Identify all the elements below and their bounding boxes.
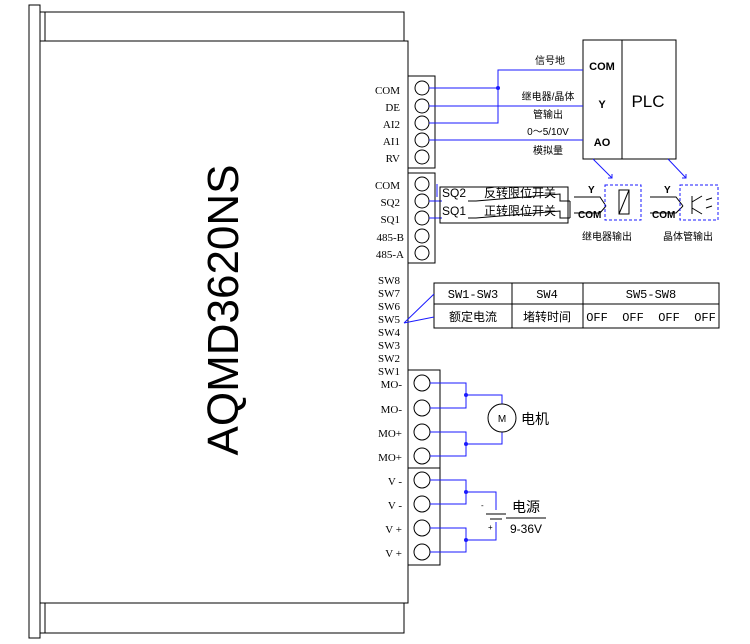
- plc-box: [582, 39, 677, 160]
- transistor-y-label: Y: [664, 185, 671, 196]
- output-type-arrows: [592, 158, 687, 179]
- transistor-com-label: COM: [652, 210, 675, 221]
- plc-wiring: [429, 69, 583, 141]
- transistor-output-inset: [650, 184, 719, 221]
- terminal-com: COM: [375, 85, 400, 97]
- motor-wiring: [430, 382, 503, 457]
- terminal-485a: 485-A: [376, 249, 404, 261]
- terminal-mo-plus-1: MO+: [378, 428, 402, 440]
- relay-output-label-2: 管输出: [533, 108, 563, 121]
- terminal-com-limit: COM: [375, 180, 400, 192]
- analog-range-label: 0～5/10V: [527, 127, 569, 138]
- dip-sw7: SW7: [378, 288, 401, 300]
- dip-sw3: SW3: [378, 340, 401, 352]
- analog-label: 模拟量: [533, 144, 563, 157]
- dip-sw2: SW2: [378, 353, 400, 365]
- relay-output-inset: [574, 184, 642, 221]
- power-terminal-block: [407, 467, 441, 566]
- terminal-v-plus-2: V +: [385, 548, 402, 560]
- sq2-desc: 反转限位开关: [484, 185, 556, 200]
- sq1-label: SQ1: [442, 204, 466, 218]
- signal-terminal-block: [407, 75, 436, 169]
- terminal-sq1: SQ1: [380, 214, 400, 226]
- limit-switch-wiring: [429, 184, 571, 224]
- table-header-sw1-sw3: SW1-SW3: [448, 288, 498, 302]
- dip-switch-table: [403, 282, 720, 329]
- power-label: 电源: [512, 499, 540, 515]
- signal-ground-label: 信号地: [535, 54, 565, 67]
- plc-pin-com: COM: [589, 61, 615, 73]
- power-wiring: [430, 479, 506, 553]
- transistor-output-caption: 晶体管输出: [663, 230, 713, 243]
- relay-y-label: Y: [588, 185, 595, 196]
- terminal-v-minus-2: V -: [388, 500, 402, 512]
- dip-sw8: SW8: [378, 275, 401, 287]
- battery-minus-sign: -: [481, 501, 484, 510]
- motor-symbol-letter: M: [498, 414, 506, 425]
- terminal-mo-minus-1: MO-: [381, 379, 403, 391]
- table-header-sw5-sw8: SW5-SW8: [626, 288, 676, 302]
- terminal-mo-minus-2: MO-: [381, 404, 403, 416]
- terminal-mo-plus-2: MO+: [378, 452, 402, 464]
- table-value-stall-time: 堵转时间: [523, 309, 571, 324]
- table-value-off: OFF OFF OFF OFF: [586, 311, 716, 325]
- battery-plus-sign: +: [488, 523, 493, 532]
- plc-pin-y: Y: [598, 99, 606, 111]
- terminal-rv: RV: [386, 153, 400, 165]
- terminal-ai1: AI1: [383, 136, 400, 148]
- relay-output-caption: 继电器输出: [582, 230, 632, 243]
- terminal-v-plus-1: V +: [385, 524, 402, 536]
- motor-label: 电机: [521, 411, 549, 427]
- motor-terminal-block: [407, 369, 441, 469]
- table-header-sw4: SW4: [536, 288, 558, 302]
- sq2-label: SQ2: [442, 186, 466, 200]
- table-value-rated-current: 额定电流: [449, 309, 497, 324]
- dip-sw4: SW4: [378, 327, 401, 339]
- dip-sw5: SW5: [378, 314, 401, 326]
- terminal-v-minus-1: V -: [388, 476, 402, 488]
- power-range: 9-36V: [510, 522, 542, 536]
- dip-sw6: SW6: [378, 301, 401, 313]
- relay-com-label: COM: [578, 210, 601, 221]
- terminal-sq2: SQ2: [380, 197, 400, 209]
- plc-label: PLC: [631, 92, 664, 111]
- relay-output-label-1: 继电器/晶体: [522, 90, 575, 103]
- terminal-ai2: AI2: [383, 119, 400, 131]
- model-label: AQMD3620NS: [199, 164, 248, 455]
- sq1-desc: 正转限位开关: [484, 203, 556, 218]
- terminal-de: DE: [385, 102, 400, 114]
- motor-symbol: [487, 403, 517, 433]
- plc-pin-ao: AO: [594, 137, 611, 149]
- terminal-485b: 485-B: [377, 232, 405, 244]
- dip-sw1: SW1: [378, 366, 400, 378]
